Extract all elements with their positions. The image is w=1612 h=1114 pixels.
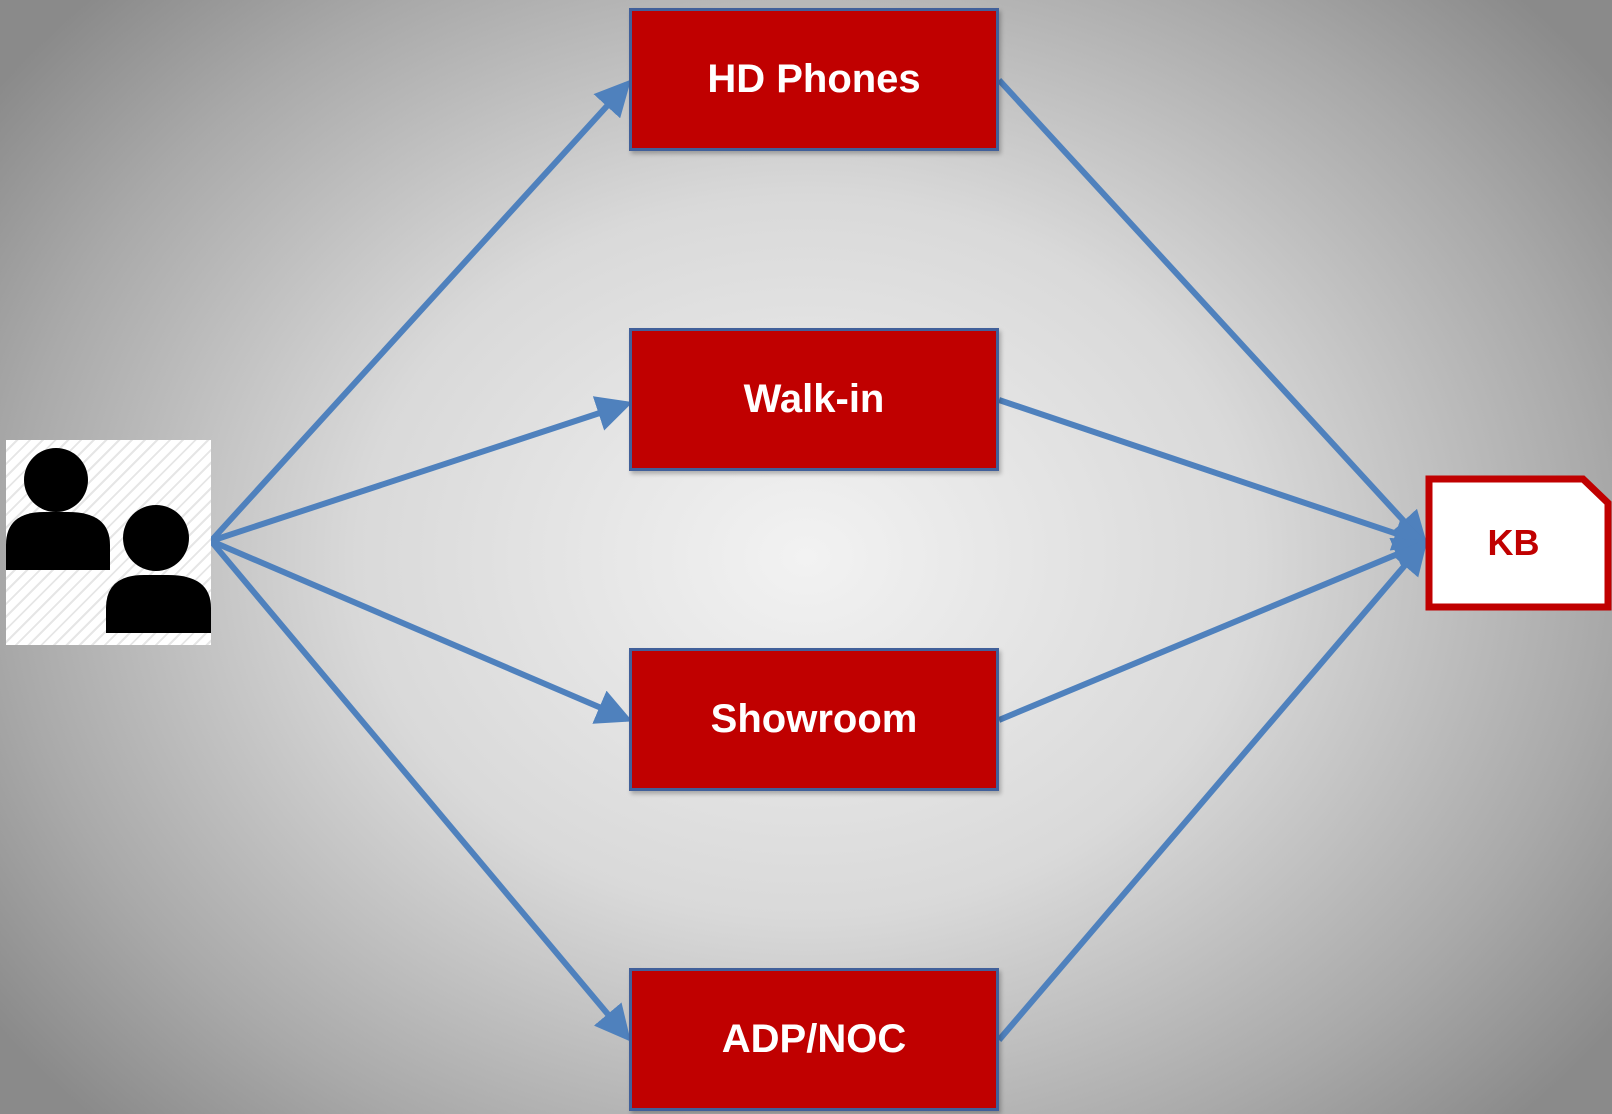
arrow-users-to-adp-noc: [208, 539, 631, 1042]
kb-label: KB: [1487, 522, 1540, 563]
arrow-users-to-showroom: [209, 538, 633, 724]
users-icon: [6, 448, 211, 633]
arrow-showroom-to-kb: [997, 537, 1430, 723]
arrow-walk-in-to-kb: [998, 397, 1430, 551]
arrow-users-to-walk-in: [210, 396, 633, 544]
arrow-users-to-hd-phones: [208, 79, 632, 544]
arrow-adp-noc-to-kb: [996, 538, 1428, 1042]
channel-adp-noc: ADP/NOC: [629, 968, 999, 1111]
channel-walk-in: Walk-in: [629, 328, 999, 471]
document-icon: [1425, 475, 1612, 611]
channel-hd-phones: HD Phones: [629, 8, 999, 151]
channel-showroom: Showroom: [629, 648, 999, 791]
users-tile: [6, 440, 211, 645]
arrow-hd-phones-to-kb: [996, 77, 1429, 548]
